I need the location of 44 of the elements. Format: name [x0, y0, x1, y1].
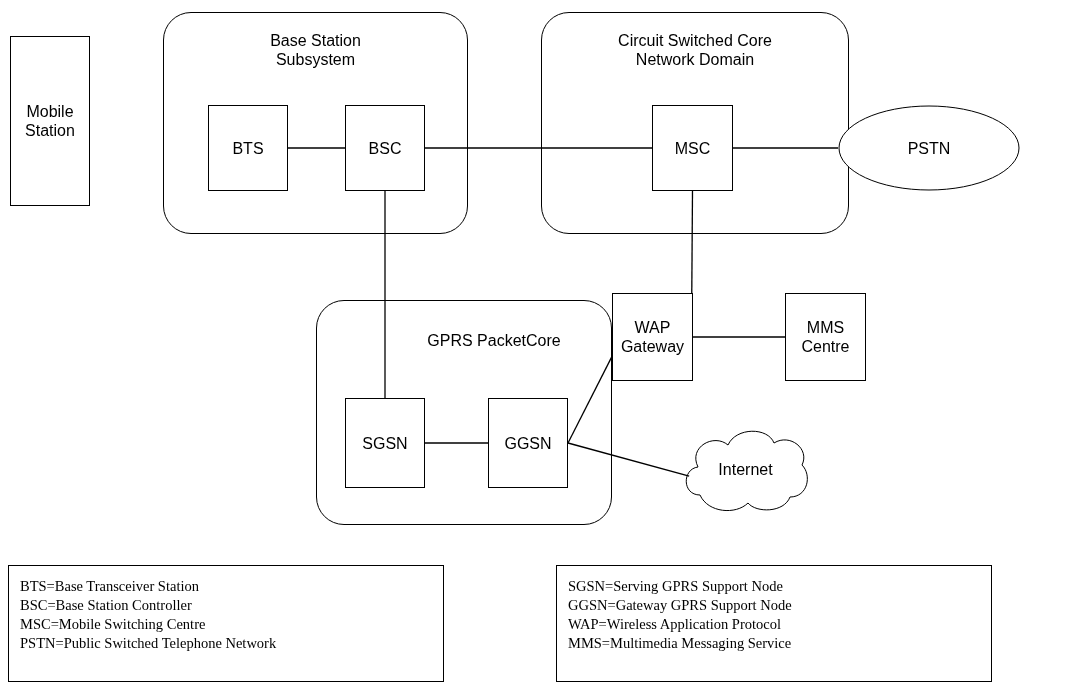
connector-line [732, 147, 839, 149]
process-box [208, 105, 288, 191]
group-title: GPRS PacketCore [426, 331, 562, 350]
group-title: Circuit Switched Core Network Domain [617, 31, 773, 69]
legend-entry: MMS=Multimedia Messaging Service [568, 634, 793, 653]
legend-entry: GGSN=Gateway GPRS Support Node [568, 596, 793, 615]
legend-entry: WAP=Wireless Application Protocol [568, 615, 782, 634]
connector-line [384, 190, 386, 399]
node-label: PSTN [907, 138, 951, 158]
connector-line [567, 442, 690, 477]
network-ellipse [838, 105, 1020, 191]
process-box [785, 293, 866, 381]
node-label: Mobile Station [24, 102, 76, 140]
process-box [488, 398, 568, 488]
legend-entry: BSC=Base Station Controller [20, 596, 193, 615]
legend-box [556, 565, 992, 682]
legend-entry: SGSN=Serving GPRS Support Node [568, 577, 784, 596]
group-container [316, 300, 612, 525]
node-label: BTS [232, 138, 264, 158]
node-label: WAP Gateway [619, 318, 686, 356]
legend-entry: MSC=Mobile Switching Centre [20, 615, 207, 634]
group-title: Base Station Subsystem [269, 31, 362, 69]
node-label: GGSN [504, 433, 552, 453]
connector-line [692, 336, 786, 338]
connector-line [424, 442, 489, 444]
connector-line [287, 147, 346, 149]
process-box [345, 105, 425, 191]
node-label: BSC [368, 138, 402, 158]
group-container [541, 12, 849, 234]
node-label: MMS Centre [800, 318, 851, 356]
process-box [652, 105, 733, 191]
process-box [10, 36, 90, 206]
connector-line [567, 355, 613, 444]
node-label: Internet [718, 459, 773, 479]
legend-entry: PSTN=Public Switched Telephone Network [20, 634, 278, 653]
legend-box [8, 565, 444, 682]
legend-entry: BTS=Base Transceiver Station [20, 577, 200, 596]
connector-line [691, 190, 694, 294]
group-container [163, 12, 468, 234]
connector-line [424, 147, 653, 149]
process-box [612, 293, 693, 381]
node-label: MSC [674, 138, 711, 158]
node-label: SGSN [362, 433, 408, 453]
process-box [345, 398, 425, 488]
